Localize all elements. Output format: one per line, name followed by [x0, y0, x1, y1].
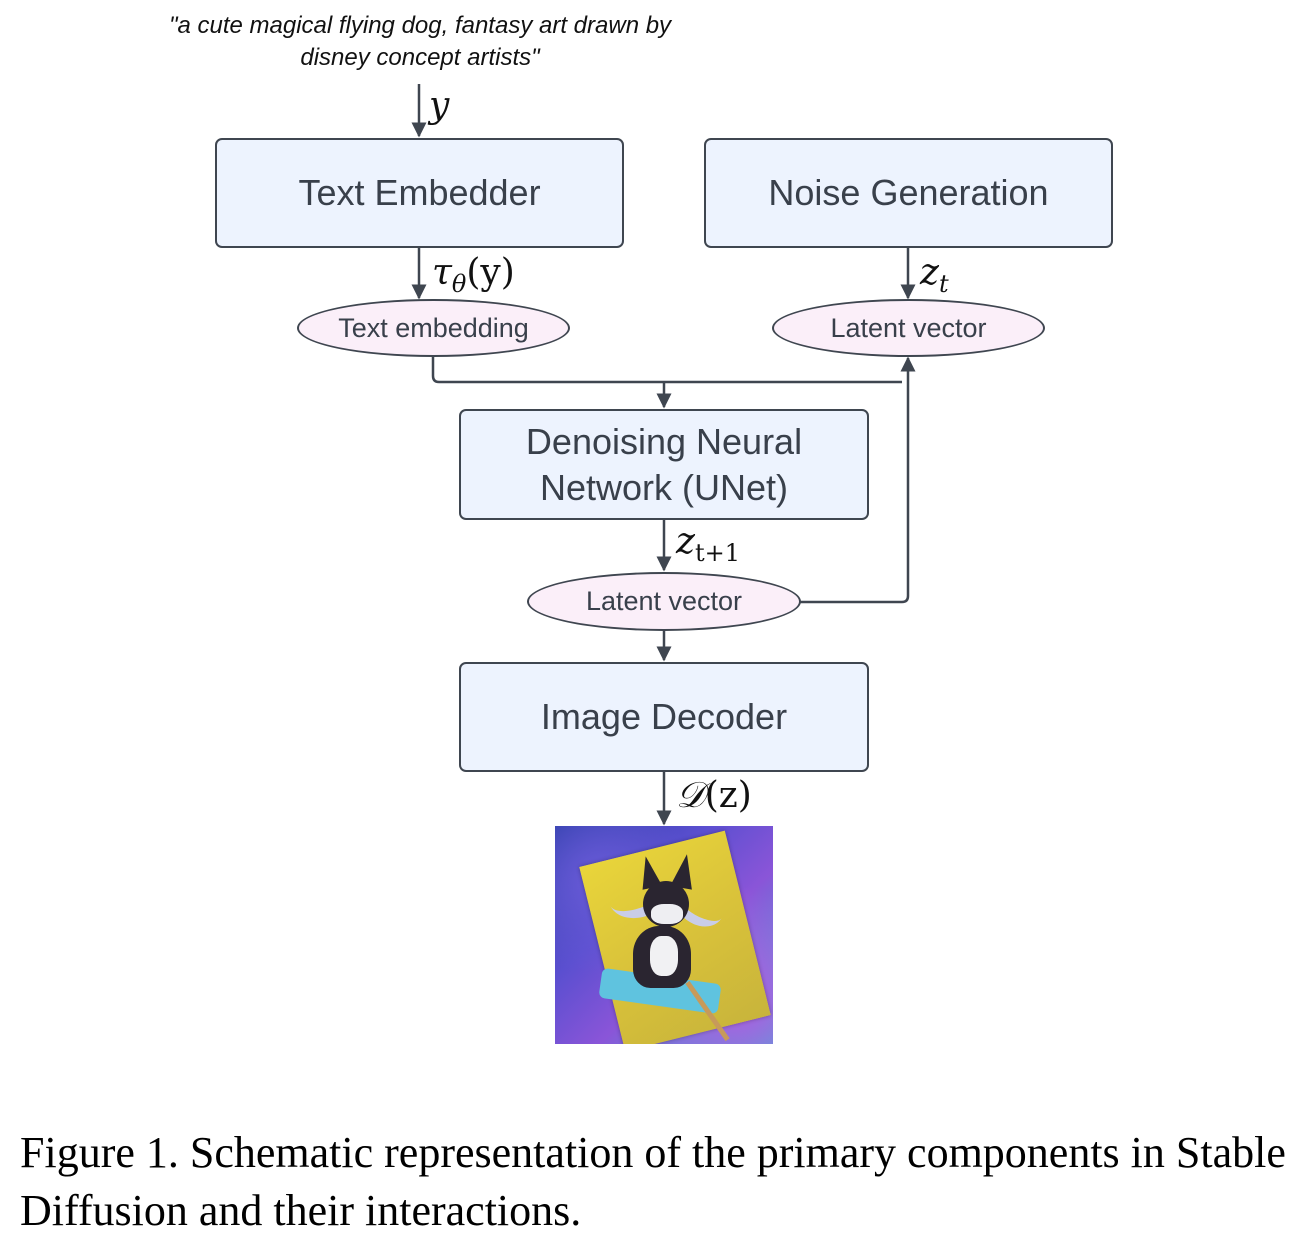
label-tau-theta-y: τθ(y) [432, 252, 515, 298]
tau-argument: (y) [466, 252, 515, 293]
node-latent-vector-bottom: Latent vector [527, 572, 801, 631]
figure-caption: Figure 1. Schematic representation of th… [20, 1128, 1286, 1235]
decoder-argument: (z) [704, 775, 752, 816]
text-prompt: "a cute magical flying dog, fantasy art … [168, 12, 672, 71]
node-latent-vector-bottom-label: Latent vector [585, 586, 743, 616]
decoder-symbol: 𝒟 [676, 775, 705, 816]
label-z-t: zt [920, 252, 949, 298]
node-noise-generation: Noise Generation [704, 138, 1113, 248]
connector-embedding-to-unet [431, 356, 902, 384]
z-symbol: z [920, 252, 939, 293]
node-text-embedding: Text embedding [297, 299, 570, 357]
node-image-decoder: Image Decoder [459, 662, 869, 772]
label-y-text: y [429, 85, 450, 126]
node-latent-vector-top: Latent vector [772, 299, 1045, 357]
label-z-t-plus-1: zt+1 [676, 521, 740, 567]
node-text-embedder: Text Embedder [215, 138, 624, 248]
image-dog-chest [650, 936, 678, 976]
node-text-embedder-label: Text Embedder [298, 172, 541, 213]
node-denoising-label-line1: Denoising Neural [525, 420, 803, 462]
node-text-embedding-label: Text embedding [338, 312, 529, 343]
node-denoising-label-line2: Network (UNet) [539, 466, 789, 508]
node-image-decoder-label: Image Decoder [540, 696, 788, 737]
label-decoder-output: 𝒟(z) [676, 778, 752, 814]
generated-dog-image [555, 826, 773, 1044]
theta-subscript: θ [451, 270, 467, 298]
z-symbol: z [676, 521, 695, 562]
label-y: y [429, 88, 449, 124]
t-plus-1-subscript: t+1 [694, 539, 740, 567]
tau-symbol: τ [432, 252, 452, 293]
image-dog-face [651, 904, 683, 924]
node-latent-vector-top-label: Latent vector [830, 312, 987, 343]
node-denoising-unet: Denoising Neural Network (UNet) [459, 409, 869, 520]
t-subscript: t [938, 270, 949, 298]
loop-latent-to-latent [800, 356, 916, 604]
node-noise-generation-label: Noise Generation [768, 172, 1049, 213]
